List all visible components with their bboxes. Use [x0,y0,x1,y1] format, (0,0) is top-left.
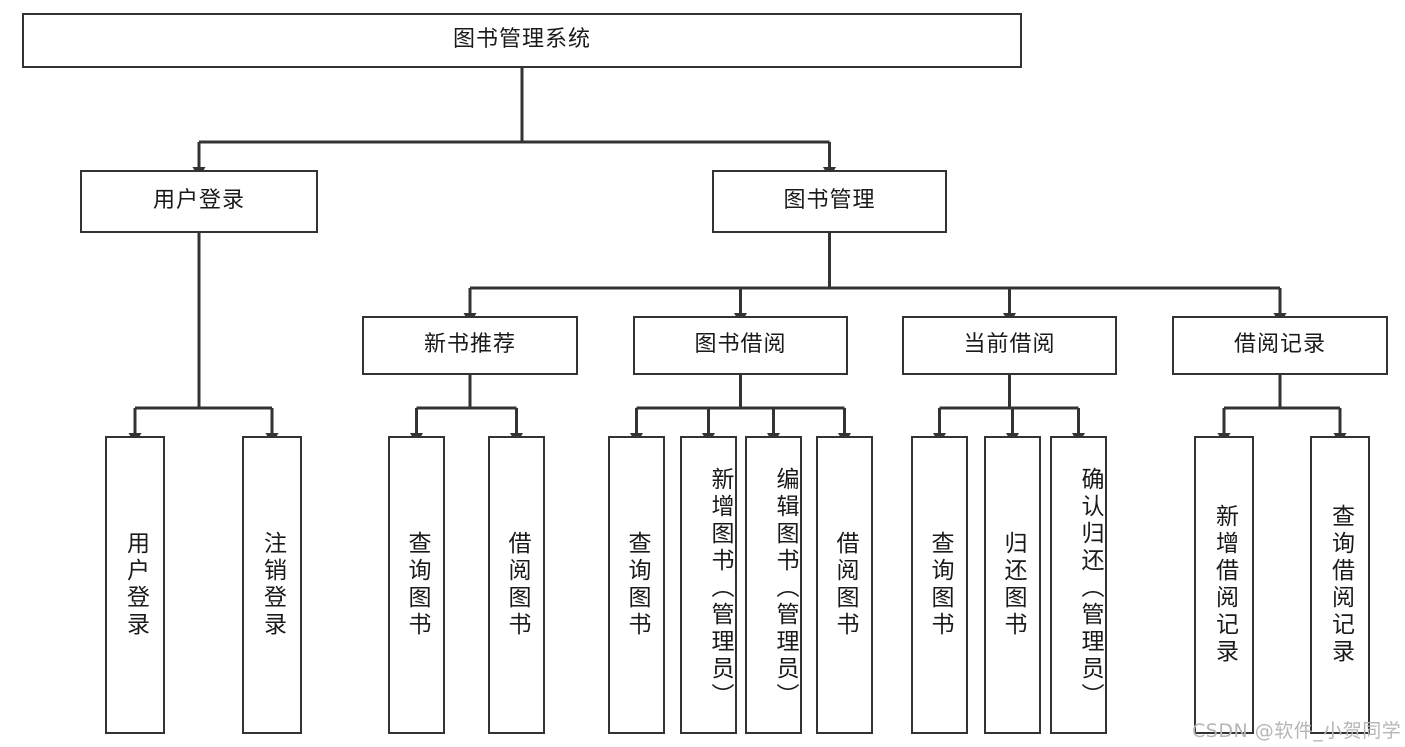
node-leaf-borrow-books-1[interactable]: 借阅图书 [488,436,545,734]
node-title-box[interactable]: 图书管理系统 [22,13,1022,68]
node-label: 新增借阅记录 [1211,504,1238,666]
node-leaf-query-books-2[interactable]: 查询图书 [608,436,665,734]
node-label: 编辑图书（管理员） [772,466,798,710]
node-label: 用户登录 [152,188,245,214]
node-label: 确认归还（管理员） [1077,466,1103,710]
node-label: 查询借阅记录 [1327,504,1354,666]
node-leaf-query-books-1[interactable]: 查询图书 [388,436,445,734]
node-leaf-borrow-books-2[interactable]: 借阅图书 [816,436,873,734]
node-borrow-record[interactable]: 借阅记录 [1172,316,1388,375]
node-label: 归还图书 [1000,531,1027,639]
node-leaf-edit-book-admin[interactable]: 编辑图书（管理员） [745,436,802,734]
node-label: 图书管理系统 [452,27,591,53]
node-user-login[interactable]: 用户登录 [80,170,318,233]
node-leaf-add-book-admin[interactable]: 新增图书（管理员） [680,436,737,734]
node-label: 当前借阅 [963,332,1056,358]
node-label: 新书推荐 [423,332,516,358]
node-label: 查询图书 [404,531,431,639]
csdn-watermark: CSDN @软件_小贺同学 [1192,720,1402,742]
node-label: 借阅图书 [832,531,859,639]
node-label: 图书管理 [783,188,876,214]
node-label: 注销登录 [259,531,286,639]
node-leaf-return-books[interactable]: 归还图书 [984,436,1041,734]
node-leaf-query-books-3[interactable]: 查询图书 [911,436,968,734]
node-book-borrow[interactable]: 图书借阅 [633,316,848,375]
node-book-management[interactable]: 图书管理 [712,170,947,233]
node-leaf-logout[interactable]: 注销登录 [242,436,302,734]
node-label: 查询图书 [624,531,651,639]
node-leaf-user-login[interactable]: 用户登录 [105,436,165,734]
node-label: 借阅记录 [1233,332,1326,358]
node-current-borrow[interactable]: 当前借阅 [902,316,1117,375]
node-label: 借阅图书 [504,531,531,639]
node-new-book-recommend[interactable]: 新书推荐 [362,316,578,375]
node-label: 图书借阅 [694,332,787,358]
node-label: 新增图书（管理员） [707,466,733,710]
node-leaf-add-borrow-record[interactable]: 新增借阅记录 [1194,436,1254,734]
node-leaf-query-borrow-record[interactable]: 查询借阅记录 [1310,436,1370,734]
node-label: 用户登录 [122,531,149,639]
node-label: 查询图书 [927,531,954,639]
node-leaf-confirm-return-admin[interactable]: 确认归还（管理员） [1050,436,1107,734]
